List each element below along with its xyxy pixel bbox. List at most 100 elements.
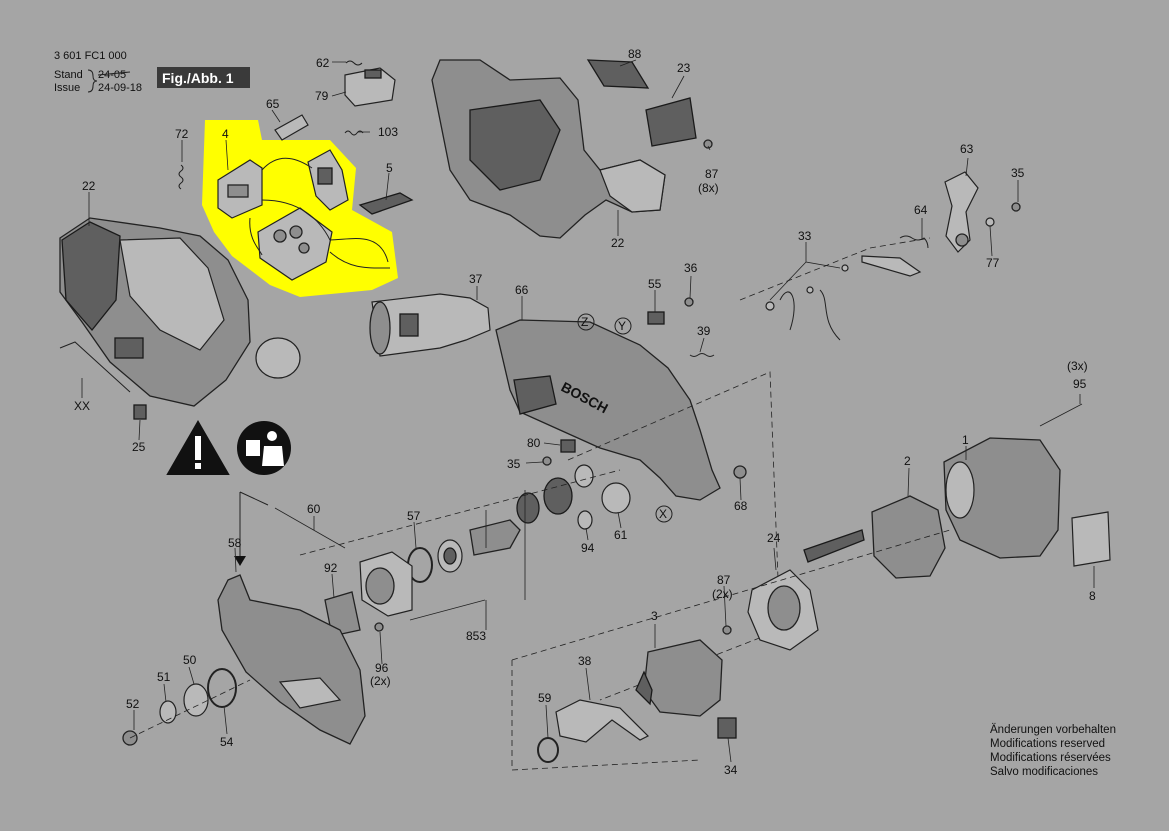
stand-strike: [97, 71, 131, 76]
part-88-plate: [586, 59, 650, 89]
callout-64: 64: [914, 203, 928, 217]
wire-2: [261, 199, 389, 263]
note-de: Änderungen vorbehalten: [990, 724, 1116, 736]
figure-label: Fig./Abb. 1: [162, 70, 234, 86]
wire-3: [329, 251, 391, 269]
callout-2x-a: (2x): [370, 674, 391, 688]
arrow-bend: [239, 491, 269, 526]
issue-value: 24-09-18: [98, 82, 142, 94]
capacitor-1: [273, 229, 287, 243]
part-33-spring-1: [779, 291, 795, 331]
callout-68: 68: [734, 499, 748, 513]
callout-2x-b: (2x): [712, 587, 733, 601]
part-87-screw-b: [722, 625, 732, 635]
callout-61: 61: [614, 528, 628, 542]
part-95-bolt: [1039, 403, 1083, 427]
flange-stack: [122, 668, 251, 746]
part-66-guard: [495, 319, 721, 501]
part-59-ring: [537, 737, 559, 763]
callout-57: 57: [407, 509, 421, 523]
callout-65: 65: [266, 97, 280, 111]
callout-55: 55: [648, 277, 662, 291]
spindle-shaft: [469, 519, 521, 556]
axis-z-label: Z: [581, 315, 588, 329]
axis-z-circle: [577, 313, 595, 331]
assembly-axis-33: [739, 247, 871, 301]
callout-35-top: 35: [1011, 166, 1025, 180]
part-5: [358, 192, 414, 215]
washer-b: [806, 286, 814, 294]
highlighted-electronics-group: [202, 120, 398, 297]
gear-2: [543, 477, 573, 515]
part-63-lever: [944, 171, 979, 253]
battery-pack: [61, 221, 121, 332]
manual-book-shape: [246, 440, 260, 456]
part-103-spring: [344, 130, 364, 136]
callout-51: 51: [157, 670, 171, 684]
lower-blade-guard: [217, 491, 366, 745]
bracket-brace: [87, 69, 98, 93]
axis-x-circle: [655, 505, 673, 523]
part-4-connector: [227, 184, 249, 198]
callout-22-left: 22: [82, 179, 96, 193]
callout-5: 5: [386, 161, 393, 175]
callout-8: 8: [1089, 589, 1096, 603]
callout-labels: 62 79 65 103 4 5 72 22 88 23 87 (8x) 22 …: [74, 47, 1096, 777]
axis-markers: Z Y X: [577, 313, 673, 523]
note-en: Modifications reserved: [990, 738, 1105, 750]
gear-train: [274, 464, 631, 637]
bearing-853-inner: [443, 547, 457, 565]
motor-assembly-outline: [511, 529, 951, 771]
part-3-commutator: [635, 670, 653, 706]
callout-80: 80: [527, 436, 541, 450]
axis-x-label: X: [659, 507, 667, 521]
callout-8x: (8x): [698, 181, 719, 195]
part-80: [560, 439, 576, 453]
part-36-screw: [684, 297, 694, 307]
part-64-spring: [899, 235, 929, 249]
stand-value: 24-05: [98, 69, 126, 81]
wire-1: [261, 157, 313, 171]
part-35-screw: [1011, 202, 1021, 212]
part-39-spring: [689, 353, 715, 357]
note-es: Salvo modificaciones: [990, 766, 1098, 778]
part-38-bracket: [555, 699, 650, 743]
wire-4: [249, 217, 263, 256]
flange-axis: [129, 679, 251, 739]
callout-58: 58: [228, 536, 242, 550]
callout-96: 96: [375, 661, 389, 675]
issue-label: Issue: [54, 82, 80, 94]
callout-39: 39: [697, 324, 711, 338]
warning-exclamation-dot: [195, 463, 201, 469]
allen-key: [59, 341, 131, 393]
manual-person-head: [267, 431, 277, 441]
warning-exclamation-bar: [195, 436, 201, 460]
part-37-inlet: [369, 301, 391, 355]
part-23-pad: [645, 97, 697, 147]
axis-y-label: Y: [618, 319, 626, 333]
top-small-parts: [178, 60, 414, 215]
callout-36: 36: [684, 261, 698, 275]
callout-92: 92: [324, 561, 338, 575]
part-65: [274, 114, 309, 141]
part-96-screw: [374, 622, 384, 632]
callout-38: 38: [578, 654, 592, 668]
callout-3x: (3x): [1067, 359, 1088, 373]
capacitor-3: [298, 242, 310, 254]
part-77-washer: [985, 217, 995, 227]
part-2-stator: [871, 495, 946, 579]
part-3-armature: [643, 639, 723, 717]
gear-axis: [299, 469, 621, 556]
part-number: 3 601 FC1 000: [54, 50, 127, 62]
callout-2: 2: [904, 454, 911, 468]
part-35-screw-b: [542, 456, 552, 466]
manual-person-body: [262, 446, 284, 466]
callout-37: 37: [469, 272, 483, 286]
part-8-label: [1071, 511, 1111, 567]
callout-35-mid: 35: [507, 457, 521, 471]
callout-79: 79: [315, 89, 329, 103]
leader-lines: [81, 59, 1095, 763]
figure-label-box: [157, 67, 250, 88]
callout-103: 103: [378, 125, 398, 139]
